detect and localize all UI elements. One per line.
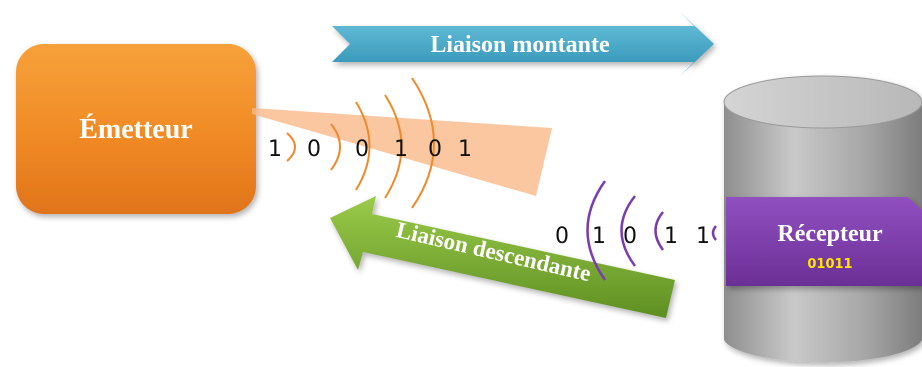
uplink-bit: 0	[355, 137, 369, 162]
downlink-bit: 1	[664, 224, 678, 249]
uplink-bit: 0	[307, 137, 321, 162]
downlink-arrow	[330, 196, 675, 318]
receiver-card	[726, 197, 922, 286]
uplink-waves	[286, 77, 435, 209]
uplink-wave-2	[330, 123, 341, 171]
downlink-wave-3	[654, 211, 665, 251]
receiver-label: Récepteur	[777, 221, 883, 247]
uplink-bit: 0	[428, 137, 442, 162]
downlink-wave-1	[586, 180, 607, 281]
uplink-arrow	[332, 12, 714, 76]
uplink-wave-3	[355, 101, 371, 191]
uplink-wave-4	[384, 94, 403, 199]
uplink-wave-1	[286, 132, 296, 162]
downlink-bit: 0	[555, 224, 569, 249]
downlink-wave-4	[711, 225, 717, 241]
downlink-bit: 1	[592, 224, 606, 249]
emitter-label: Émetteur	[79, 114, 193, 145]
downlink-waves	[586, 180, 717, 281]
uplink-bits: 1 0 0 1 0 1	[268, 137, 472, 162]
receiver-code: 01011	[807, 257, 852, 272]
downlink-bit: 1	[696, 224, 710, 249]
downlink-bits: 0 1 0 1 1	[555, 224, 710, 249]
downlink-wave-2	[620, 195, 637, 267]
uplink-bit: 1	[394, 137, 408, 162]
uplink-wave-5	[411, 77, 435, 209]
uplink-bit: 1	[458, 137, 472, 162]
emitter-box	[16, 44, 256, 214]
uplink-label: Liaison montante	[430, 32, 610, 58]
downlink-bit: 0	[623, 224, 637, 249]
uplink-bit: 1	[268, 137, 282, 162]
